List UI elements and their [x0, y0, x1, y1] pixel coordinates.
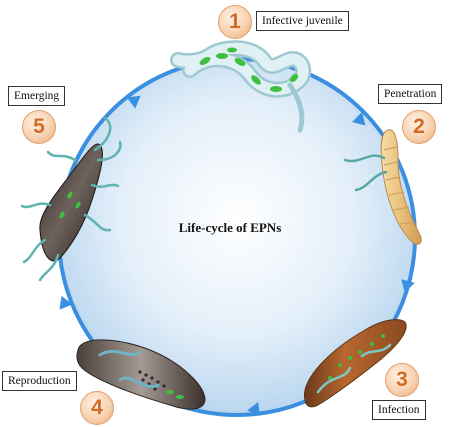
step-4-label: Reproduction: [2, 371, 77, 391]
arrow-icon: [401, 279, 415, 293]
arrow-icon: [59, 295, 73, 310]
cycle-disc: [59, 59, 415, 415]
penetration-larva-illustration: [343, 129, 422, 245]
step-2-number-badge: 2: [402, 110, 436, 144]
infection-larva-illustration: [303, 319, 407, 408]
step-2-label: Penetration: [378, 84, 443, 104]
step-3-label: Infection: [372, 400, 426, 420]
infective-juvenile-illustration: [170, 40, 312, 133]
diagram-title: Life-cycle of EPNs: [178, 220, 282, 235]
reproduction-larva-illustration: [76, 339, 206, 410]
step-5-number-badge: 5: [22, 110, 56, 144]
step-1-label: Infective juvenile: [256, 11, 349, 31]
step-1-number-badge: 1: [218, 5, 252, 39]
emerging-larva-illustration: [20, 116, 122, 282]
arrow-icon: [126, 95, 141, 109]
arrow-icon: [247, 402, 260, 416]
cycle-arrows: [59, 95, 415, 416]
step-3-number-badge: 3: [385, 363, 419, 397]
step-4-number-badge: 4: [80, 391, 114, 425]
arrow-icon: [352, 112, 366, 126]
step-5-label: Emerging: [8, 86, 66, 106]
